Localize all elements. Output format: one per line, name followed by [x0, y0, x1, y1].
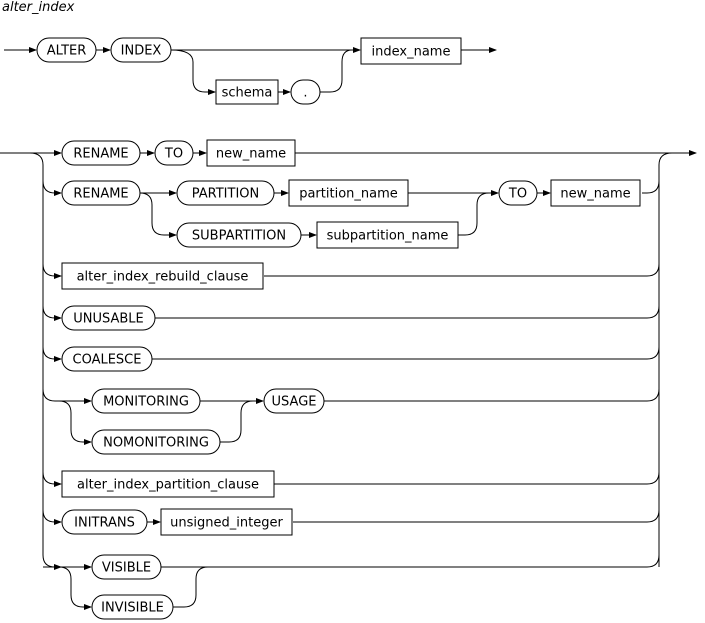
visibility-lines [43, 564, 209, 610]
rename-keyword: RENAME [61, 140, 141, 166]
svg-text:alter_index_partition_clause: alter_index_partition_clause [77, 478, 259, 493]
dot-keyword: . [290, 79, 321, 105]
partition-to-keyword: TO [498, 180, 538, 206]
visible-keyword: VISIBLE [91, 554, 162, 580]
index-name-box: index_name [360, 37, 462, 65]
svg-text:TO: TO [508, 187, 527, 202]
svg-text:ALTER: ALTER [47, 44, 87, 59]
row1-lines [4, 47, 497, 95]
to-keyword: TO [154, 140, 194, 166]
svg-text:PARTITION: PARTITION [192, 187, 260, 202]
svg-text:NOMONITORING: NOMONITORING [103, 436, 209, 451]
monitoring-keyword: MONITORING [91, 388, 201, 414]
coalesce-keyword: COALESCE [61, 346, 153, 372]
svg-text:MONITORING: MONITORING [103, 395, 189, 410]
rename-partition-lines [139, 190, 551, 238]
svg-text:INDEX: INDEX [121, 44, 162, 59]
svg-text:INVISIBLE: INVISIBLE [101, 601, 164, 616]
svg-text:new_name: new_name [216, 147, 286, 162]
svg-text:.: . [303, 86, 307, 101]
monitoring-lines [58, 398, 264, 445]
unusable-keyword: UNUSABLE [61, 305, 156, 331]
invisible-keyword: INVISIBLE [91, 594, 174, 620]
svg-text:subpartition_name: subpartition_name [327, 229, 449, 244]
partition-new-name-box: new_name [550, 179, 641, 207]
svg-text:INITRANS: INITRANS [74, 516, 135, 531]
rename-partition-keyword: RENAME [61, 180, 141, 206]
svg-text:partition_name: partition_name [299, 187, 398, 202]
svg-text:RENAME: RENAME [73, 147, 128, 162]
new-name-box: new_name [206, 139, 296, 167]
svg-text:RENAME: RENAME [73, 187, 128, 202]
usage-keyword: USAGE [263, 388, 325, 414]
svg-text:schema: schema [222, 86, 273, 101]
nomonitoring-keyword: NOMONITORING [91, 429, 221, 455]
schema-box: schema [215, 79, 279, 105]
svg-text:unsigned_integer: unsigned_integer [170, 516, 283, 531]
alter-keyword: ALTER [36, 37, 97, 63]
diagram-title: alter_index [2, 0, 75, 15]
svg-text:new_name: new_name [560, 187, 630, 202]
choice-rails [0, 150, 697, 570]
svg-text:index_name: index_name [372, 45, 451, 60]
initrans-keyword: INITRANS [61, 509, 148, 535]
rebuild-clause-box: alter_index_rebuild_clause [61, 262, 264, 290]
partition-clause-box: alter_index_partition_clause [61, 470, 275, 498]
index-keyword: INDEX [110, 37, 172, 63]
unsigned-integer-box: unsigned_integer [160, 508, 293, 536]
svg-text:USAGE: USAGE [272, 395, 317, 410]
svg-text:COALESCE: COALESCE [73, 353, 142, 368]
svg-text:VISIBLE: VISIBLE [102, 561, 151, 576]
svg-text:alter_index_rebuild_clause: alter_index_rebuild_clause [77, 270, 249, 285]
svg-text:TO: TO [164, 147, 183, 162]
subpartition-keyword: SUBPARTITION [176, 222, 302, 248]
partition-name-box: partition_name [288, 179, 409, 207]
partition-keyword: PARTITION [176, 180, 275, 206]
subpartition-name-box: subpartition_name [316, 221, 459, 249]
svg-text:SUBPARTITION: SUBPARTITION [192, 229, 286, 244]
svg-text:UNUSABLE: UNUSABLE [73, 312, 144, 327]
